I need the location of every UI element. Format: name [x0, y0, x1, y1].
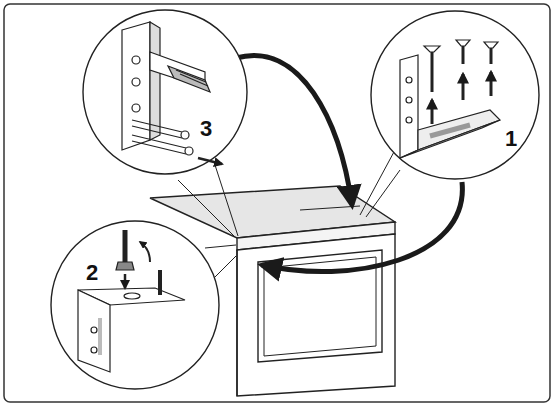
- callout-number: 1: [505, 128, 517, 150]
- detail-circles: [51, 10, 539, 389]
- bracket-screws: [400, 40, 500, 158]
- lower-hinge: [78, 230, 185, 372]
- upper-hinge: [122, 22, 222, 164]
- callout-number: 2: [86, 262, 98, 284]
- callout-number: 3: [200, 118, 212, 140]
- leader-lines: [178, 150, 400, 280]
- frame: [4, 4, 550, 402]
